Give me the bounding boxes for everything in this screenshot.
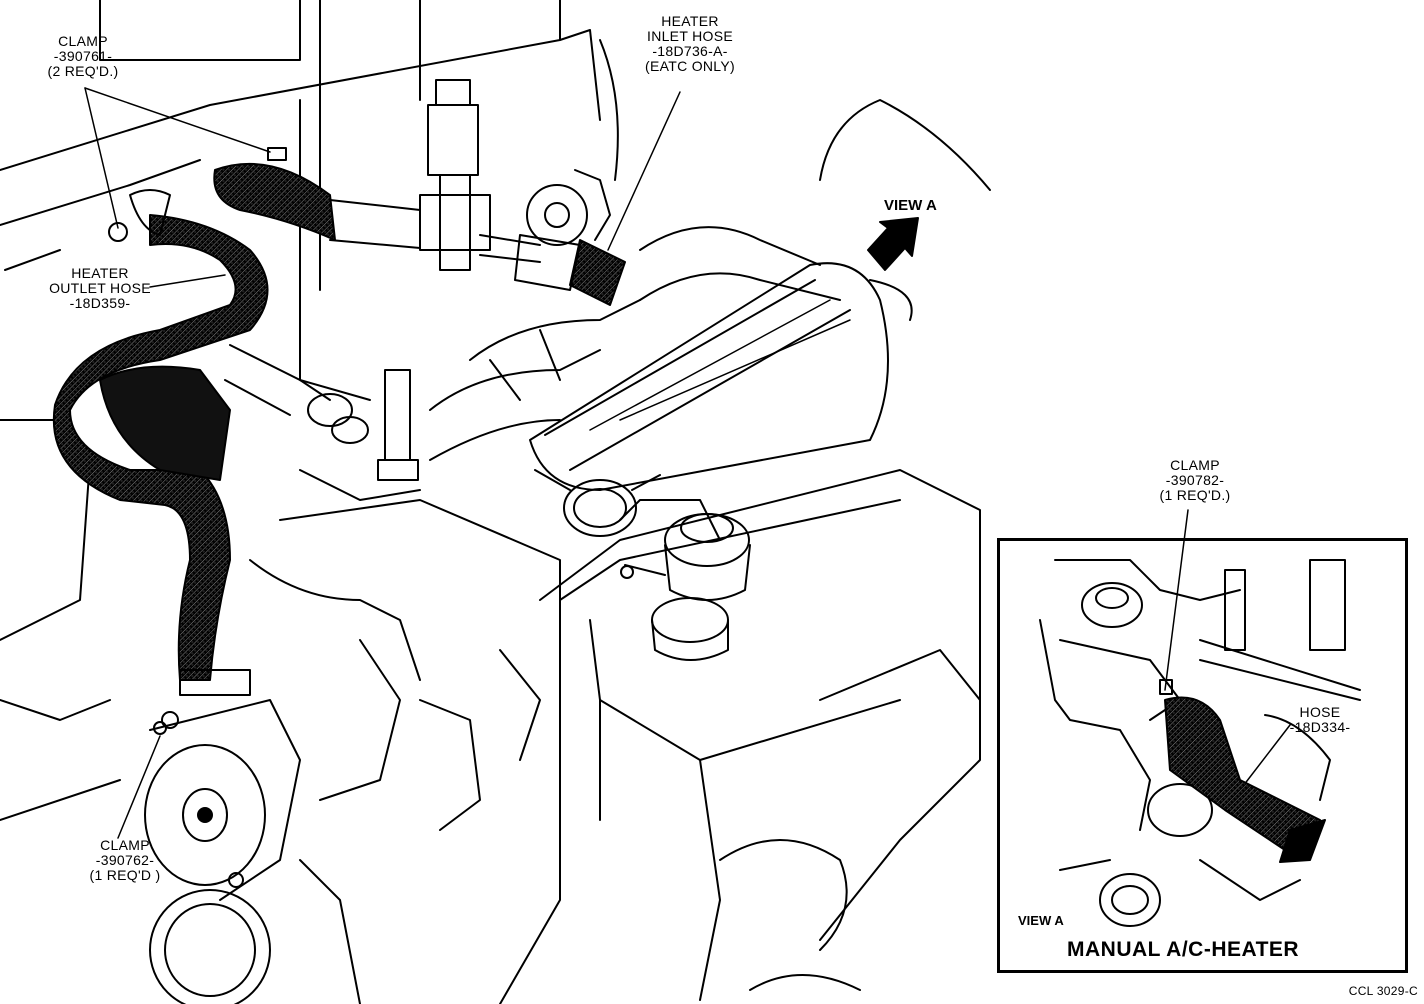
label-view-a-arrow: VIEW A: [884, 197, 937, 214]
label-clamp-inset: CLAMP -390782- (1 REQ'D.): [1159, 457, 1231, 503]
water-pump-pulley: [144, 699, 301, 1004]
thermostat-outlet: [534, 469, 661, 537]
label-view-a-inset: VIEW A: [1018, 913, 1064, 928]
label-clamp-top-left: CLAMP -390761- (2 REQ'D.): [47, 33, 119, 79]
intake-manifold: [429, 226, 889, 491]
label-hose-inset: HOSE -18D334-: [1289, 704, 1351, 735]
leader-lines: [84, 87, 1291, 839]
oil-filler-cap: [620, 513, 751, 661]
figure-code: CCL 3029-C: [1348, 984, 1418, 998]
heater-outlet-hose: [52, 214, 269, 681]
label-clamp-bottom-left: CLAMP -390762- (1 REQ'D ): [89, 837, 161, 883]
engine-block: [249, 469, 981, 1004]
inset-drawing: [1039, 559, 1361, 927]
inset-frame: [997, 538, 1408, 973]
label-heater-inlet-hose: HEATER INLET HOSE -18D736-A- (EATC ONLY): [645, 13, 735, 74]
hose-clamps: [108, 147, 287, 735]
heater-valve-fitting: [329, 79, 611, 271]
inset-title: MANUAL A/C-HEATER: [1067, 938, 1300, 961]
view-a-arrow: [867, 217, 919, 271]
sensor-cluster: [224, 344, 421, 501]
heater-inlet-hose-upper: [213, 162, 626, 306]
label-heater-outlet-hose: HEATER OUTLET HOSE -18D359-: [49, 265, 151, 311]
